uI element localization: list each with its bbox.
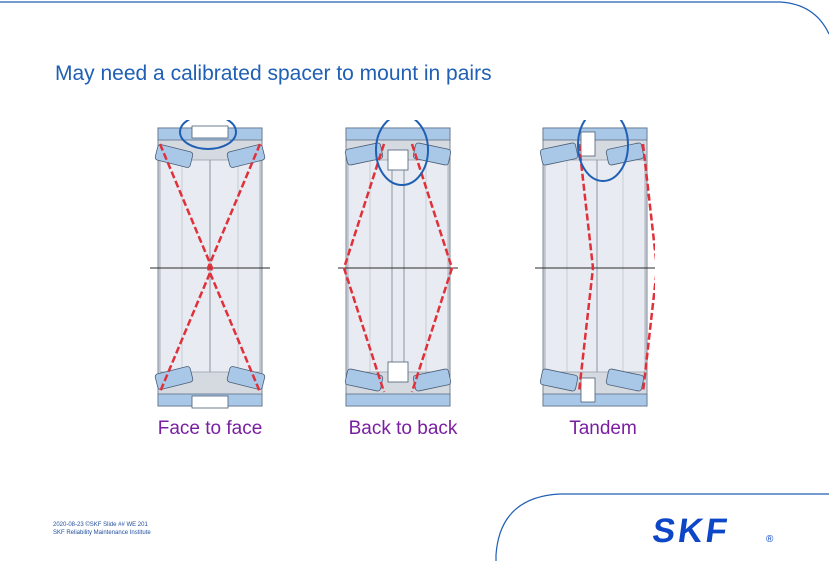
- face-to-face-diagram: [150, 120, 270, 412]
- housing-outline: [157, 127, 263, 407]
- bearing-rollers: [344, 127, 452, 407]
- bottom-corner-arc: [495, 493, 829, 561]
- caption-back-to-back: Back to back: [348, 418, 458, 439]
- tandem-diagram: [535, 120, 655, 412]
- back-to-back-diagram: [338, 120, 458, 412]
- caption-tandem: Tandem: [569, 418, 637, 439]
- housing-outline: [345, 127, 451, 407]
- skf-logo-text: SKF: [650, 512, 733, 550]
- housing-outline: [542, 127, 648, 407]
- bearing-rollers: [154, 125, 266, 409]
- spacer-highlight: [179, 120, 237, 150]
- registered-mark: ®: [766, 534, 774, 545]
- spacer-highlight: [577, 120, 629, 182]
- slide-footer: 2020-08-23 ©SKF Slide ## WE 201 SKF Reli…: [53, 521, 151, 537]
- contact-lines: [342, 143, 454, 393]
- caption-face-to-face: Face to face: [157, 418, 263, 439]
- contact-lines: [577, 143, 655, 393]
- contact-lines: [158, 143, 262, 393]
- slide-title: May need a calibrated spacer to mount in…: [55, 62, 492, 85]
- footer-date-line: 2020-08-23 ©SKF Slide ## WE 201: [53, 522, 148, 528]
- skf-logo: SKF ®: [650, 512, 778, 550]
- bearing-rollers: [539, 127, 648, 407]
- top-rule: [0, 1, 829, 35]
- footer-institute-line: SKF Reliability Maintenance Institute: [53, 530, 151, 536]
- spacer-highlight: [375, 120, 429, 186]
